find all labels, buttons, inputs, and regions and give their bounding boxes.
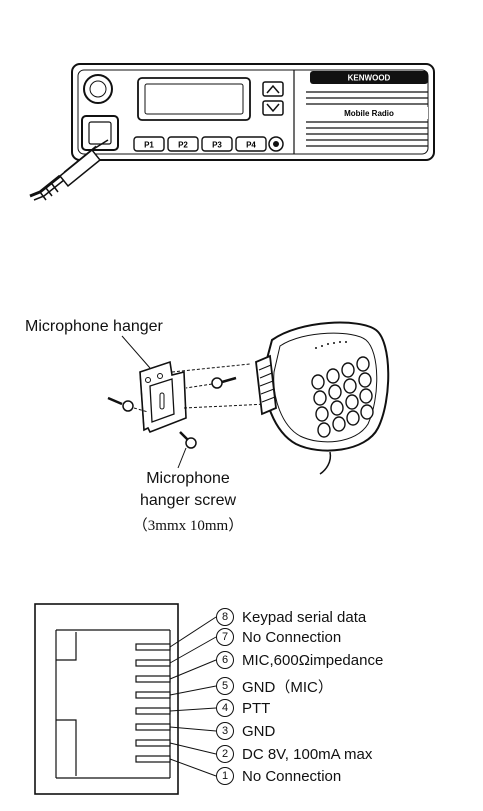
mobile-radio-illustration: P1 P2 P3 P4 KENWOOD Mobile Radio (30, 64, 434, 200)
pin-1-description: No Connection (242, 768, 341, 785)
pin-2-description: DC 8V, 100mA max (242, 746, 372, 763)
model-badge: Mobile Radio (344, 109, 394, 118)
key-p3-label: P3 (212, 141, 222, 150)
key-p4-label: P4 (246, 141, 256, 150)
hanger-screw-label-line1: Microphone (118, 470, 258, 488)
screw-bottom-icon (180, 432, 196, 448)
pin-4-row: 4 PTT (216, 698, 270, 718)
key-p1-label: P1 (144, 141, 154, 150)
pin-2-row: 2 DC 8V, 100mA max (216, 744, 372, 764)
microphone-hanger-illustration (108, 336, 268, 468)
pin-8-number: 8 (216, 608, 234, 626)
pin-6-number: 6 (216, 651, 234, 669)
function-keys: P1 P2 P3 P4 (134, 137, 283, 151)
microphone-keypad-illustration (256, 323, 388, 474)
pin-3-description: GND (242, 723, 275, 740)
pin-6-description: MIC,600Ωimpedance (242, 652, 383, 669)
pin-8-description: Keypad serial data (242, 609, 366, 626)
pin-7-row: 7 No Connection (216, 627, 341, 647)
screw-right-icon (212, 378, 236, 388)
volume-knob-icon (84, 75, 112, 103)
pin-5-number: 5 (216, 677, 234, 695)
brand-badge: KENWOOD (348, 74, 391, 83)
pin-7-number: 7 (216, 628, 234, 646)
pin-4-number: 4 (216, 699, 234, 717)
pin-8-row: 8 Keypad serial data (216, 607, 366, 627)
screw-left-icon (108, 398, 133, 411)
channel-up-icon (263, 82, 283, 96)
pin-4-description: PTT (242, 700, 270, 717)
pin-3-number: 3 (216, 722, 234, 740)
pin-6-row: 6 MIC,600Ωimpedance (216, 650, 383, 670)
hanger-screw-size: （3mmx 10mm） (118, 514, 258, 535)
pin-1-row: 1 No Connection (216, 766, 341, 786)
pin-5-row: 5 GND（MIC） (216, 676, 333, 696)
connector-pinout-diagram (35, 604, 216, 794)
pin-7-description: No Connection (242, 629, 341, 646)
pin-3-row: 3 GND (216, 721, 275, 741)
pin-1-number: 1 (216, 767, 234, 785)
hanger-screw-label-line2: hanger screw (118, 492, 258, 510)
pin-2-number: 2 (216, 745, 234, 763)
key-p2-label: P2 (178, 141, 188, 150)
pin-5-description: GND（MIC） (242, 676, 333, 697)
microphone-hanger-label: Microphone hanger (25, 318, 163, 336)
channel-down-icon (263, 101, 283, 115)
